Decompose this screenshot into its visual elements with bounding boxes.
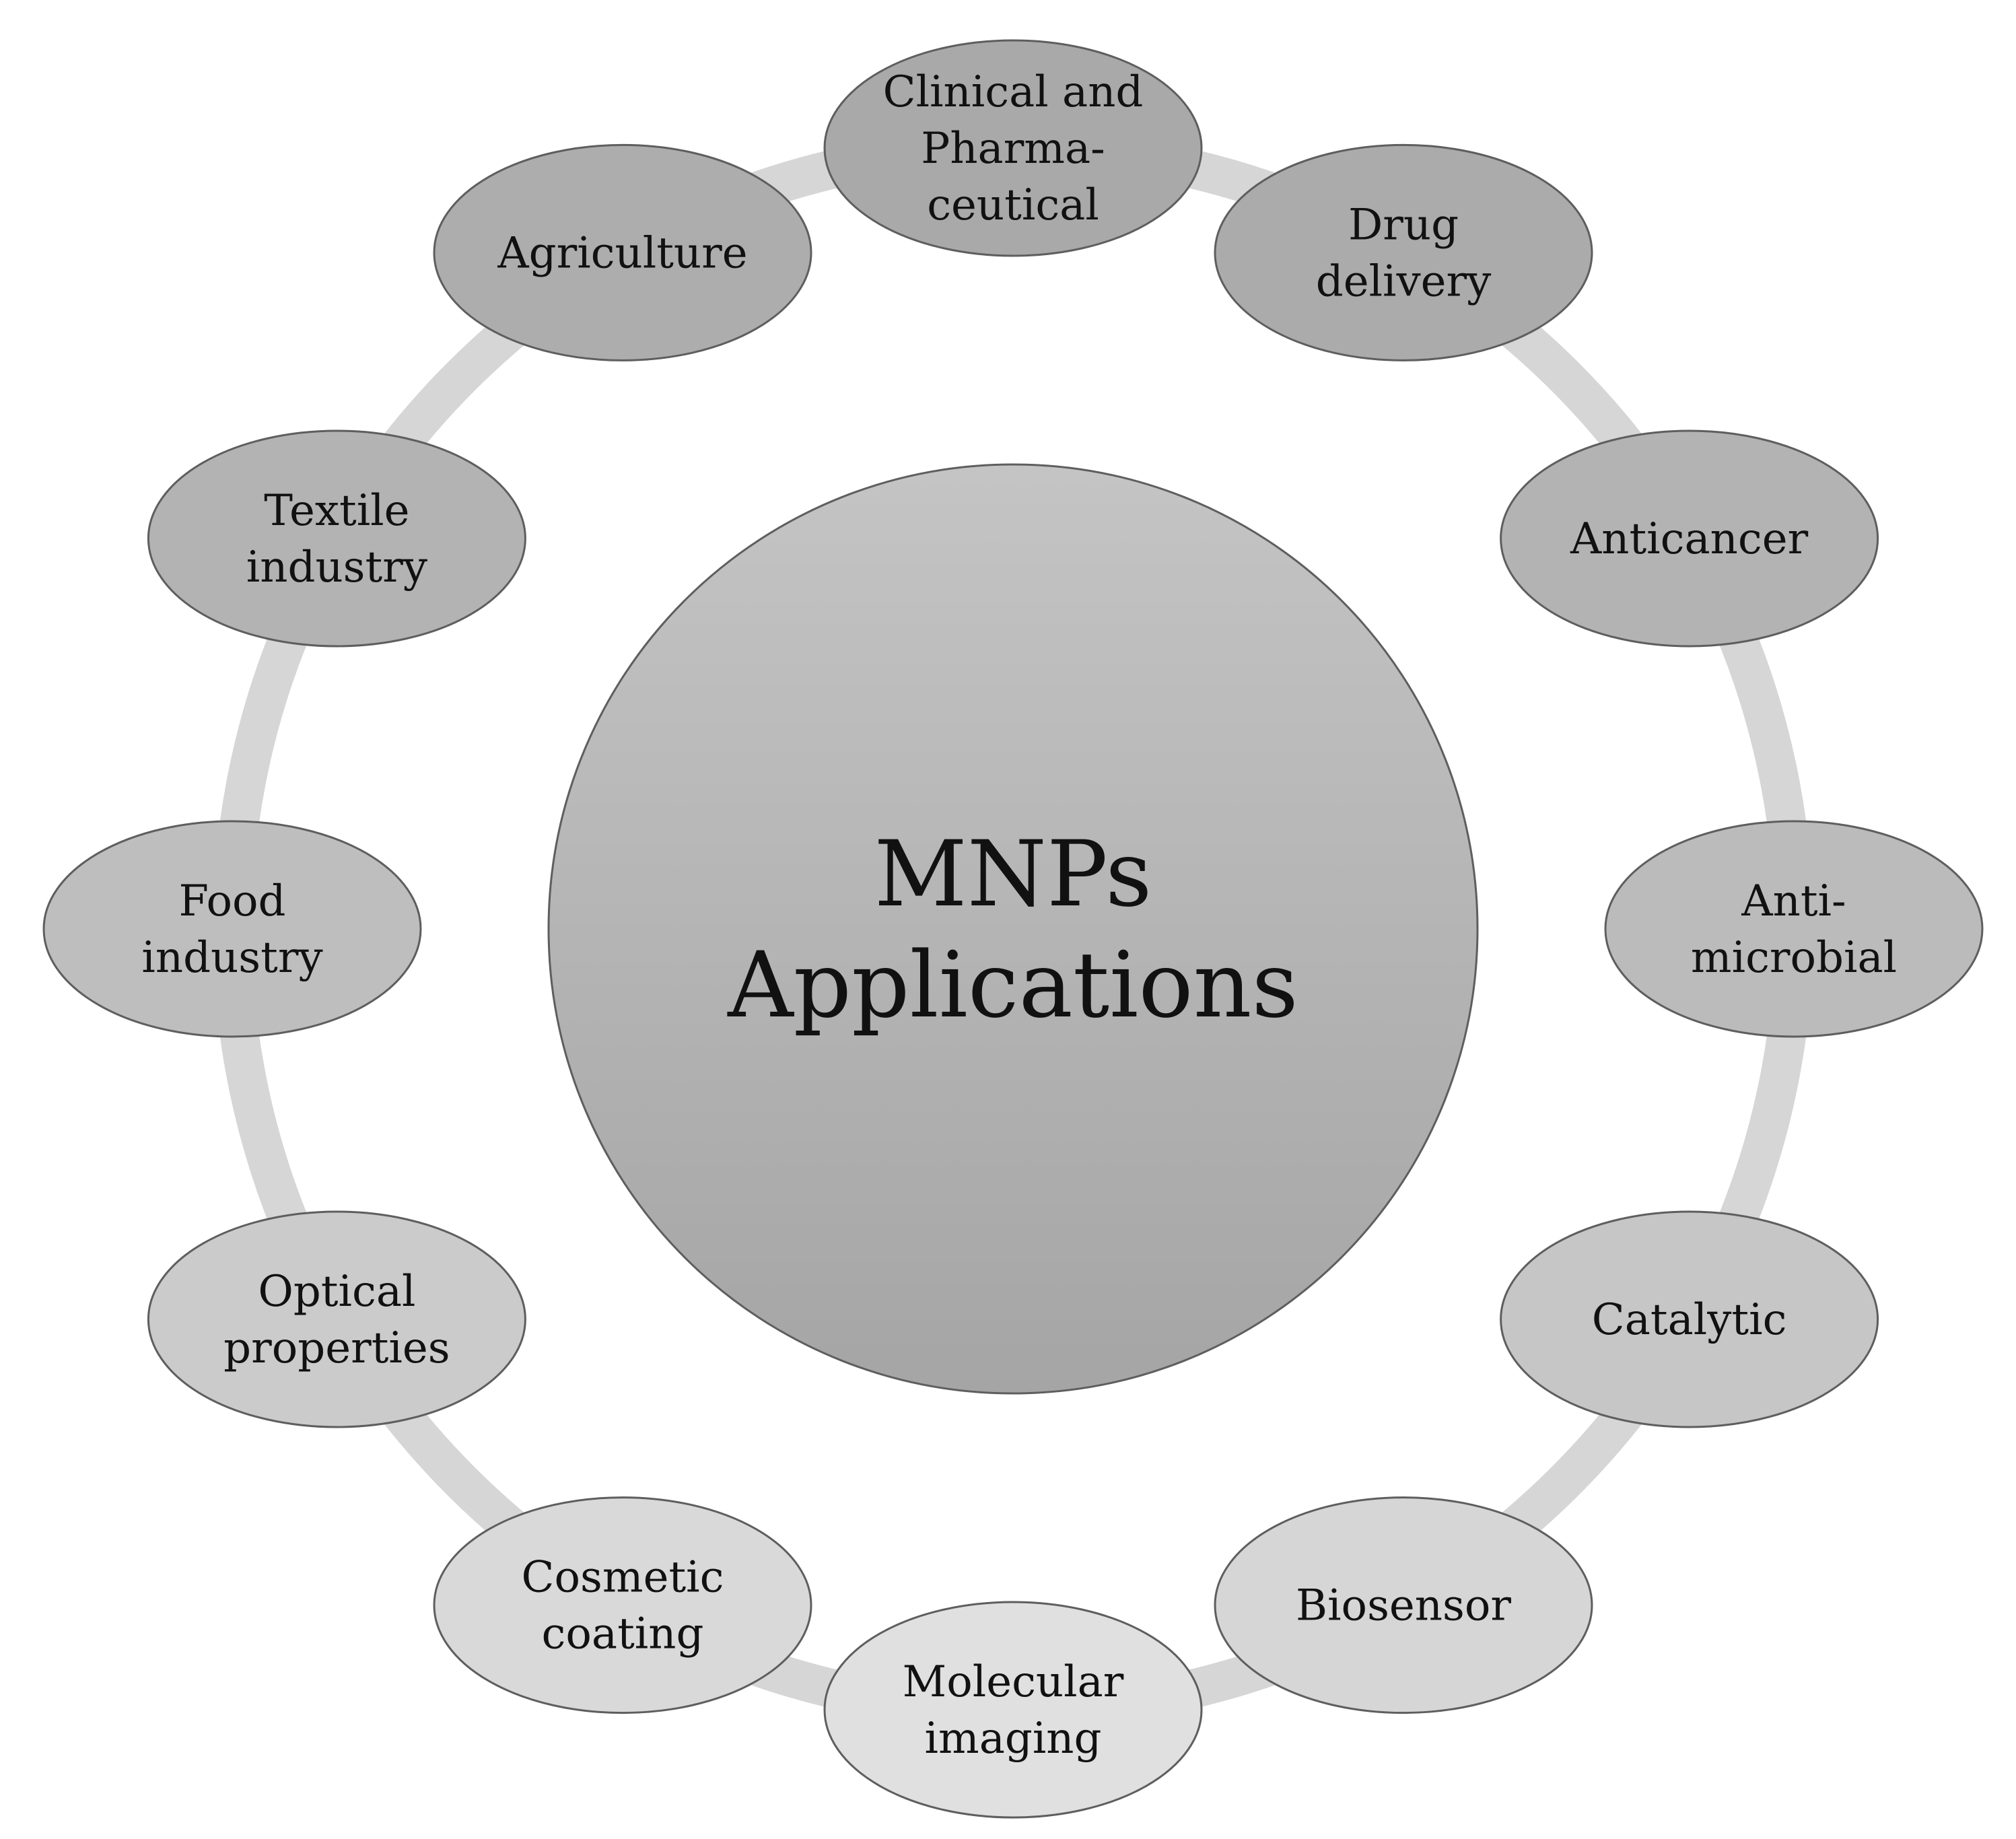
node-label-clinical-and-pharmaceutical-line-2: Pharma- [921,124,1105,174]
node-ellipse-optical-properties [147,1210,526,1428]
node-label-drug-delivery-line-1: Drug [1348,200,1459,250]
node-label-food-industry-line-1: Food [179,876,286,926]
node-label-antimicrobial-line-1: Anti- [1741,876,1846,926]
node-agriculture: Agriculture [433,143,812,361]
node-label-cosmetic-coating-line-2: coating [542,1609,704,1659]
node-ellipse-textile-industry [147,429,526,648]
node-optical-properties: Optical properties [147,1210,526,1428]
center-hub: MNPs Applications [547,463,1479,1395]
node-ellipse-food-industry [42,820,422,1038]
node-textile-industry: Textile industry [147,429,526,648]
node-label-cosmetic-coating-line-1: Cosmetic [522,1553,724,1603]
node-antimicrobial: Anti-microbial [1604,820,1984,1038]
node-ellipse-catalytic [1500,1210,1879,1428]
node-label-biosensor-line-1: Biosensor [1296,1581,1511,1631]
node-drug-delivery: Drug delivery [1214,143,1593,361]
node-label-molecular-imaging-line-2: imaging [925,1714,1102,1764]
node-label-agriculture-line-1: Agriculture [497,228,747,278]
node-label-molecular-imaging-line-1: Molecular [903,1657,1124,1707]
node-food-industry: Food industry [42,820,422,1038]
node-ellipse-molecular-imaging [823,1601,1203,1819]
node-label-drug-delivery-line-2: delivery [1316,256,1492,306]
node-label-anticancer-line-1: Anticancer [1570,514,1809,564]
node-molecular-imaging: Molecular imaging [823,1601,1203,1819]
node-ellipse-clinical-and-pharmaceutical [823,39,1203,257]
node-label-optical-properties-line-1: Optical [258,1267,415,1317]
node-label-food-industry-line-2: industry [141,933,322,983]
node-label-clinical-and-pharmaceutical-line-3: ceutical [927,180,1099,230]
node-label-textile-industry-line-1: Textile [264,486,409,536]
center-title-line-1: MNPs [874,821,1152,927]
node-ellipse-antimicrobial [1604,820,1984,1038]
node-label-catalytic-line-1: Catalytic [1592,1295,1787,1345]
node-biosensor: Biosensor [1214,1496,1593,1714]
node-ellipse-cosmetic-coating [433,1496,812,1714]
node-cosmetic-coating: Cosmetic coating [433,1496,812,1714]
node-catalytic: Catalytic [1500,1210,1879,1428]
node-label-clinical-and-pharmaceutical-line-1: Clinical and [883,67,1144,117]
node-label-optical-properties-line-2: properties [223,1323,450,1373]
node-ellipse-anticancer [1500,429,1879,648]
node-ellipse-drug-delivery [1214,143,1593,361]
node-ellipse-agriculture [433,143,812,361]
node-ellipse-biosensor [1214,1496,1593,1714]
node-label-textile-industry-line-2: industry [246,543,427,592]
node-label-antimicrobial-line-2: microbial [1691,933,1897,983]
node-anticancer: Anticancer [1500,429,1879,648]
center-circle [547,463,1479,1395]
center-title-line-2: Applications [727,932,1298,1038]
